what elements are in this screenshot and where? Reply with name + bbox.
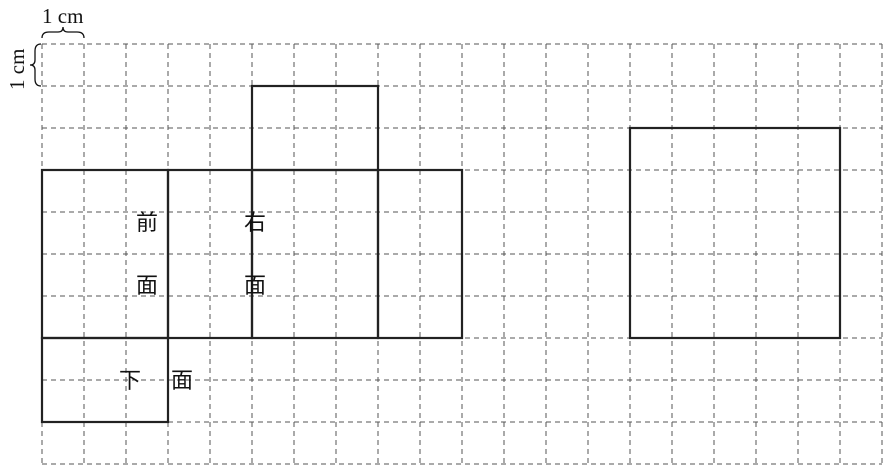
separate-square bbox=[628, 126, 842, 340]
label-right-2: 面 bbox=[244, 274, 266, 299]
vertical-scale-label: 1 cm bbox=[5, 49, 29, 90]
label-bottom-1: 下 bbox=[119, 369, 141, 394]
net-face-left bbox=[376, 168, 464, 340]
label-bottom-2: 面 bbox=[171, 369, 193, 394]
horizontal-scale-brace bbox=[41, 26, 85, 39]
net-shapes bbox=[40, 84, 842, 424]
net-face-bottom bbox=[40, 336, 170, 424]
vertical-scale-brace bbox=[29, 43, 42, 87]
label-front-1: 前 bbox=[136, 211, 158, 236]
label-right-1: 右 bbox=[244, 211, 266, 236]
net-face-top bbox=[250, 84, 380, 172]
horizontal-scale-label: 1 cm bbox=[42, 4, 83, 28]
label-front-2: 面 bbox=[136, 274, 158, 299]
